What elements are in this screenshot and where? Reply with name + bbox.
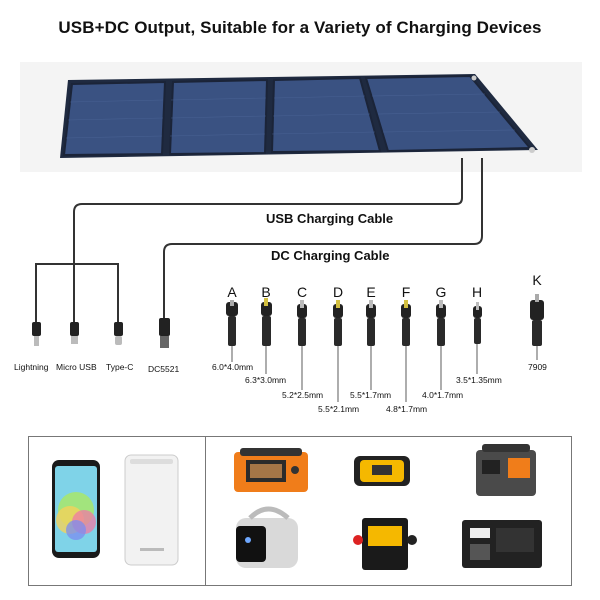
dc-tip-k bbox=[530, 294, 544, 346]
spec-leader-lines bbox=[231, 344, 538, 402]
tip-letter-d: D bbox=[332, 284, 344, 300]
tip-spec-b: 6.3*3.0mm bbox=[245, 375, 287, 385]
tip-letter-k: K bbox=[532, 272, 542, 288]
dc-tip-b bbox=[261, 298, 272, 346]
dc5521-connector bbox=[159, 318, 170, 348]
dc-cable-label: DC Charging Cable bbox=[271, 248, 390, 263]
dc5521-label: DC5521 bbox=[148, 364, 180, 374]
tip-letter-a: A bbox=[227, 284, 237, 300]
lightning-label: Lightning bbox=[14, 362, 49, 372]
tip-spec-d: 5.5*2.1mm bbox=[318, 404, 360, 414]
dc-tip-c bbox=[297, 300, 307, 346]
panel-grommet bbox=[471, 75, 477, 81]
dc-tip-f bbox=[401, 300, 411, 346]
tip-spec-a: 6.0*4.0mm bbox=[212, 362, 254, 372]
type-c-label: Type-C bbox=[106, 362, 134, 372]
tip-letter-c: C bbox=[296, 284, 308, 300]
power-bank-image bbox=[124, 454, 179, 566]
tip-spec-f: 4.8*1.7mm bbox=[386, 404, 428, 414]
tip-spec-g: 4.0*1.7mm bbox=[422, 390, 464, 400]
dc-devices-box bbox=[205, 436, 572, 586]
panel-grid bbox=[65, 93, 516, 139]
tip-letter-g: G bbox=[435, 284, 447, 300]
tip-letter-e: E bbox=[366, 284, 376, 300]
orange-power-station-image bbox=[234, 448, 308, 492]
round-power-station-image bbox=[236, 506, 298, 568]
usb-cable-label: USB Charging Cable bbox=[266, 211, 394, 226]
micro-usb-label: Micro USB bbox=[56, 362, 97, 372]
dc-tip-e bbox=[366, 300, 376, 346]
gray-power-station-image bbox=[476, 444, 536, 496]
dc-tip-d bbox=[333, 300, 343, 346]
charger-box-image bbox=[462, 520, 542, 568]
usb-splitter bbox=[35, 263, 119, 322]
dc-cable bbox=[163, 158, 483, 318]
usb-cable bbox=[73, 158, 463, 322]
jump-starter-image bbox=[354, 456, 410, 486]
dc-tip-h bbox=[473, 302, 482, 344]
tip-letter-b: B bbox=[261, 284, 271, 300]
panel-grommet bbox=[529, 147, 535, 153]
micro-usb-connector bbox=[70, 322, 79, 344]
tip-letter-f: F bbox=[401, 284, 411, 300]
lightning-connector bbox=[32, 322, 41, 346]
tip-letter-h: H bbox=[471, 284, 483, 300]
page-title: USB+DC Output, Suitable for a Variety of… bbox=[58, 18, 542, 37]
tip-spec-e: 5.5*1.7mm bbox=[350, 390, 392, 400]
jump-starter-kit-image bbox=[353, 518, 417, 570]
dc-tip-a bbox=[226, 300, 238, 346]
tip-spec-h: 3.5*1.35mm bbox=[456, 375, 502, 385]
type-c-connector bbox=[114, 322, 123, 345]
tip-spec-c: 5.2*2.5mm bbox=[282, 390, 324, 400]
dc-tip-g bbox=[436, 300, 446, 346]
smartphone-image bbox=[52, 460, 100, 558]
tip-spec-k: 7909 bbox=[528, 362, 547, 372]
